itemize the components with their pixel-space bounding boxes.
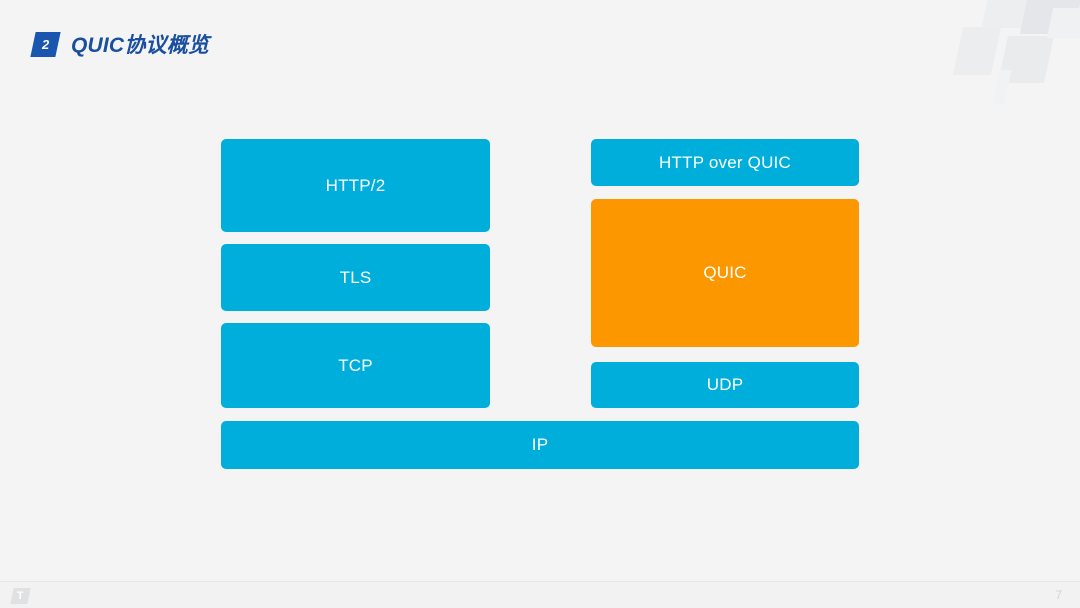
stack-box-http-over-quic: HTTP over QUIC <box>591 139 859 186</box>
stack-box-tls: TLS <box>221 244 490 311</box>
footer-logo-icon: T <box>10 588 31 604</box>
slide-header: 2 QUIC协议概览 <box>30 30 210 58</box>
slide-footer <box>0 582 1080 608</box>
page-title: QUIC协议概览 <box>71 34 210 57</box>
page-number: 7 <box>1055 588 1062 602</box>
footer-logo-glyph: T <box>17 589 24 602</box>
stack-box-ip: IP <box>221 421 859 469</box>
footer-divider <box>0 581 1080 582</box>
stack-box-quic: QUIC <box>591 199 859 347</box>
stack-box-http2: HTTP/2 <box>221 139 490 232</box>
stack-box-tcp: TCP <box>221 323 490 408</box>
stack-box-udp: UDP <box>591 362 859 408</box>
